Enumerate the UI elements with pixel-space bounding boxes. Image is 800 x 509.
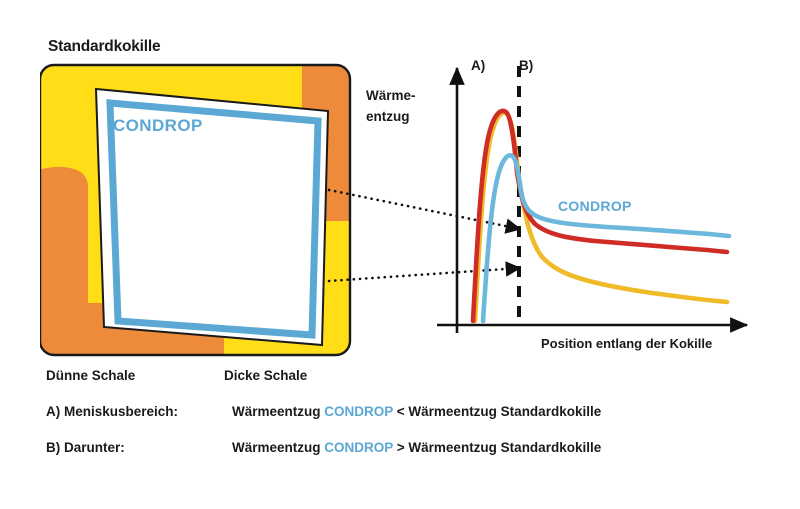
chart-y-axis-label: Wärme- entzug xyxy=(366,86,416,128)
legend-row-a-text: Wärmeentzug CONDROP < Wärmeentzug Standa… xyxy=(232,404,601,419)
legend-row-a-key: A) Meniskusbereich: xyxy=(46,404,179,419)
curve-condrop xyxy=(480,153,732,324)
legend-row-b-text: Wärmeentzug CONDROP > Wärmeentzug Standa… xyxy=(232,440,601,455)
legend-row-a-highlight: CONDROP xyxy=(324,404,394,419)
chart-y-axis-label-line2: entzug xyxy=(366,108,410,124)
mold-outer-outline xyxy=(40,63,352,357)
connector-arrows xyxy=(327,188,522,283)
legend-row-b-key: B) Darunter: xyxy=(46,440,125,455)
connector-thin-shell-line xyxy=(327,261,522,283)
legend-row-a-suffix: Wärmeentzug Standardkokille xyxy=(408,404,602,419)
legend-row-a-relation: < xyxy=(393,404,409,419)
mold-cross-section-diagram xyxy=(40,63,352,357)
chart-x-axis-label: Position entlang der Kokille xyxy=(541,336,713,351)
chart-y-axis-label-line1: Wärme- xyxy=(366,88,416,103)
label-thick-shell: Dicke Schale xyxy=(224,368,308,383)
chart-series-label-condrop: CONDROP xyxy=(558,198,632,214)
connector-thick-shell-line xyxy=(327,188,522,234)
chart-marker-b: B) xyxy=(519,58,534,73)
legend-row-b-prefix: Wärmeentzug xyxy=(232,440,325,455)
legend-row-b-highlight: CONDROP xyxy=(324,440,394,455)
heat-extraction-chart xyxy=(437,66,749,333)
legend-row-b-suffix: Wärmeentzug Standardkokille xyxy=(408,440,602,455)
curve-standard-red xyxy=(470,108,730,324)
chart-marker-a: A) xyxy=(471,58,486,73)
legend-row-a-prefix: Wärmeentzug xyxy=(232,404,325,419)
mold-title: Standardkokille xyxy=(48,38,161,55)
legend-row-b-relation: > xyxy=(393,440,409,455)
condrop-coating-layer xyxy=(106,99,322,339)
strand-core-fill xyxy=(118,111,312,328)
label-thin-shell: Dünne Schale xyxy=(46,368,136,383)
mold-condrop-label: CONDROP xyxy=(113,116,203,135)
